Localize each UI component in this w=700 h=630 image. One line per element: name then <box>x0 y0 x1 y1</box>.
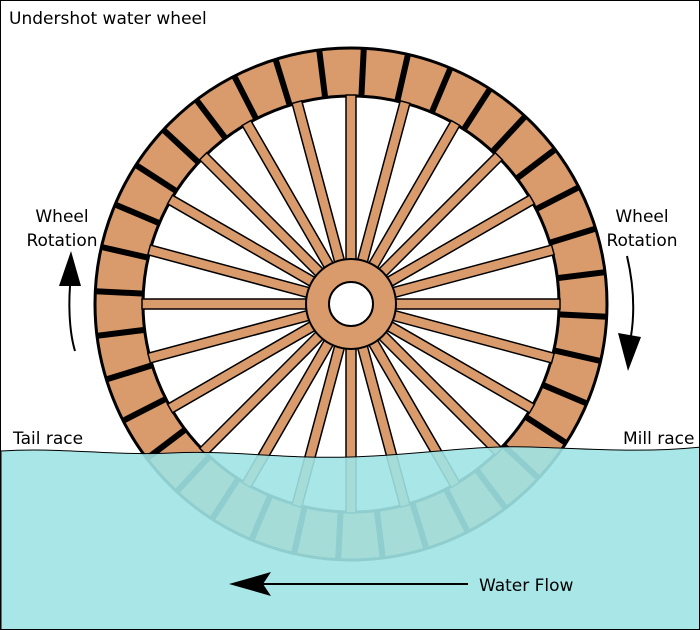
rotation-label-left-line1: Wheel <box>35 207 88 227</box>
wheel-paddle <box>358 48 367 97</box>
wheel-paddle <box>272 58 293 107</box>
wheel-hub <box>305 258 397 350</box>
wheel-paddle <box>553 347 602 364</box>
wheel-paddle <box>161 127 201 165</box>
wheel-paddle <box>113 201 161 226</box>
wheel-paddle <box>548 225 597 246</box>
wheel-paddle <box>394 53 411 102</box>
rotation-arrow-right <box>626 255 635 337</box>
wheel-paddle <box>95 288 144 297</box>
wheel-paddle <box>316 49 329 98</box>
wheel-spoke <box>393 298 561 310</box>
wheel-paddle <box>194 98 228 140</box>
water-body <box>1 446 699 629</box>
diagram-title: Undershot water wheel <box>9 9 207 29</box>
wheel-paddle <box>429 66 454 114</box>
rotation-label-right-line2: Rotation <box>606 231 677 251</box>
mill-race-label: Mill race <box>623 429 694 449</box>
wheel-paddle <box>96 326 145 339</box>
wheel-paddle <box>524 414 568 446</box>
wheel-paddle <box>121 396 168 424</box>
rotation-arrow-left <box>68 275 76 352</box>
rotation-arrowhead-right-icon <box>618 333 641 371</box>
wheel-paddle <box>541 382 589 407</box>
wheel-spoke <box>345 94 357 262</box>
water-flow-arrowhead-icon <box>229 572 271 596</box>
wheel-spokes <box>141 94 561 514</box>
wheel-paddle <box>461 87 493 131</box>
wheel-axle-hole <box>328 281 374 327</box>
wheel-paddle <box>534 184 581 212</box>
wheel-paddle <box>515 147 557 181</box>
rotation-label-left-line2: Rotation <box>26 231 97 251</box>
wheel-paddle <box>105 362 154 383</box>
wheel-paddle <box>100 244 149 261</box>
tail-race-label: Tail race <box>12 429 83 449</box>
rotation-arrowhead-left-icon <box>59 251 81 286</box>
wheel-paddle <box>557 269 606 282</box>
wheel-paddle <box>134 162 178 194</box>
wheel-paddle <box>490 114 528 154</box>
water-wheel <box>93 46 609 562</box>
wheel-paddle <box>231 74 259 121</box>
rotation-label-right-line1: Wheel <box>615 207 668 227</box>
water-flow-label: Water Flow <box>479 576 574 596</box>
wheel-spoke <box>141 298 309 310</box>
wheel-paddle <box>558 311 607 320</box>
